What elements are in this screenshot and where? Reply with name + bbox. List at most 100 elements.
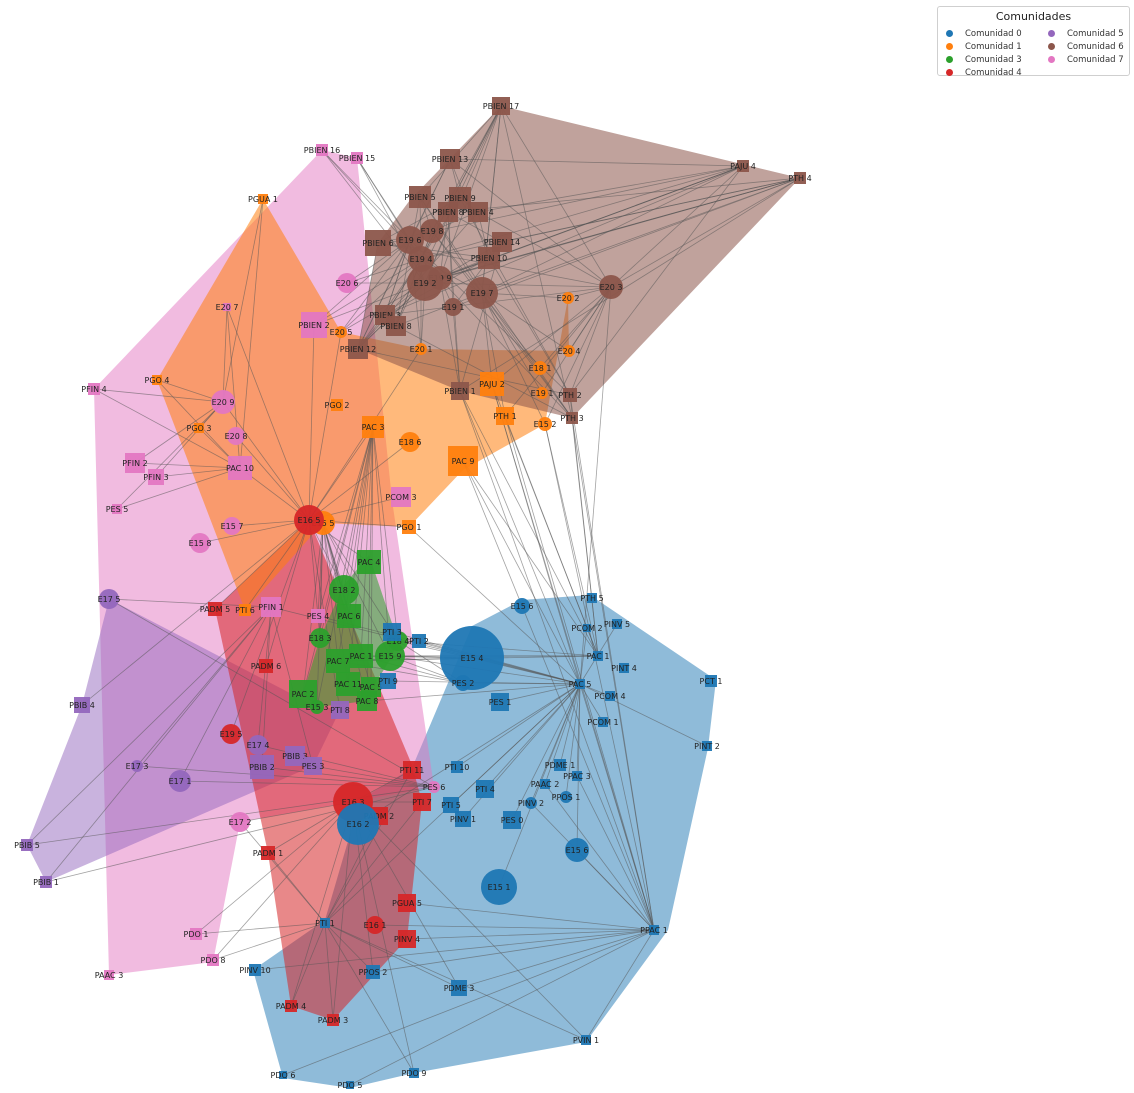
node: PCOM 1 [587,717,619,727]
graph-edge [406,902,655,931]
node-square [383,623,401,641]
node-label: E18 6 [399,438,422,447]
node-circle [227,427,245,445]
node: E19 2 [407,265,443,301]
node: E15 8 [189,533,211,553]
graph-edge [504,415,655,931]
node-label: PBIEN 13 [432,155,468,164]
node-square [649,925,659,935]
graph-edge [511,683,581,821]
node: PADM 1 [253,846,283,860]
node: PBIEN 4 [462,202,494,222]
node-label: PPAC 1 [640,926,668,935]
node-square [554,759,566,771]
graph-edge [265,519,310,667]
node-square [451,382,469,400]
node-label: PAC 3 [362,423,385,432]
legend-color-dot [946,56,953,63]
node: PES 4 [307,609,329,623]
node-square [348,339,368,359]
node: PAJU 4 [730,160,756,172]
node-square [386,316,406,336]
graph-edge [504,286,612,417]
graph-edge [420,165,744,260]
node-label: E20 6 [336,279,359,288]
node-label: PTI 6 [235,606,255,615]
graph-edge [116,467,241,510]
node-label: PTI 3 [382,628,402,637]
node-square [40,876,52,888]
node: PADM 4 [276,1000,306,1012]
node-label: PGO 3 [187,424,212,433]
node-label: PDME 3 [444,984,475,993]
node-label: E15 1 [488,883,511,892]
node-circle [190,533,210,553]
node-label: PTI 9 [378,677,398,686]
node-label: E20 8 [225,432,248,441]
node: E15 3 [306,700,328,714]
node-square [285,1000,297,1012]
graph-edge [155,401,224,478]
node: E18 2 [329,575,359,605]
graph-edge [352,801,587,1041]
node-square [104,970,114,980]
node-square [320,918,330,928]
graph-edge [576,775,655,931]
node: E15 7 [221,517,243,535]
node-label: PINV 2 [518,799,544,808]
node-label: E19 5 [220,730,243,739]
node-square [362,416,384,438]
node: PTH 3 [560,412,584,424]
node: PDO 5 [338,1081,362,1090]
graph-edge [484,683,581,790]
node: PTI 1 [315,918,335,928]
legend-color-dot [1048,30,1055,37]
node-label: PGO 2 [325,401,350,410]
node: E19 1 [531,387,553,399]
node: PADM 3 [318,1014,348,1026]
graph-edge [302,426,374,695]
node-label: PAC 8 [356,697,379,706]
node-label: PTH 3 [560,414,583,423]
node: PTI 2 [409,634,429,648]
node-label: E15 2 [534,420,557,429]
node-square [380,673,396,689]
node: PES 0 [501,811,523,829]
graph-edge [261,766,435,788]
legend-color-dot [1048,43,1055,50]
node: PBIEN 12 [340,339,376,359]
node-label: PTI 7 [412,798,432,807]
node: PAC 6 [337,604,361,628]
node-label: PBIEN 4 [462,208,493,217]
node: PTI 4 [475,780,495,798]
node-label: PBIB 2 [249,763,275,772]
node-circle [455,675,471,691]
node-label: E20 3 [600,283,623,292]
legend-label: Comunidad 7 [1067,55,1124,65]
graph-edge [481,292,543,394]
graph-edge [406,929,655,940]
node: PDO 6 [271,1071,295,1080]
node-circle [420,219,444,243]
graph-edge [569,165,744,396]
graph-edge [419,105,502,198]
graph-edge [308,324,315,521]
graph-edge [324,922,374,973]
graph-edge [458,929,655,989]
node-circle [337,803,379,845]
node-square [331,399,343,411]
node: PAC 9 [448,446,478,476]
node-label: E16 5 [298,516,321,525]
node-label: PDO 9 [402,1069,427,1078]
node-label: PAC 6 [338,612,361,621]
node: E20 4 [558,345,580,357]
graph-edge [565,683,581,798]
legend-label: Comunidad 4 [965,68,1022,78]
node: E20 8 [225,427,248,445]
node: PBIEN 10 [471,247,507,269]
graph-edge [576,849,655,931]
node-square [468,202,488,222]
node-label: E17 4 [247,741,270,750]
node-label: PTH 5 [580,594,603,603]
